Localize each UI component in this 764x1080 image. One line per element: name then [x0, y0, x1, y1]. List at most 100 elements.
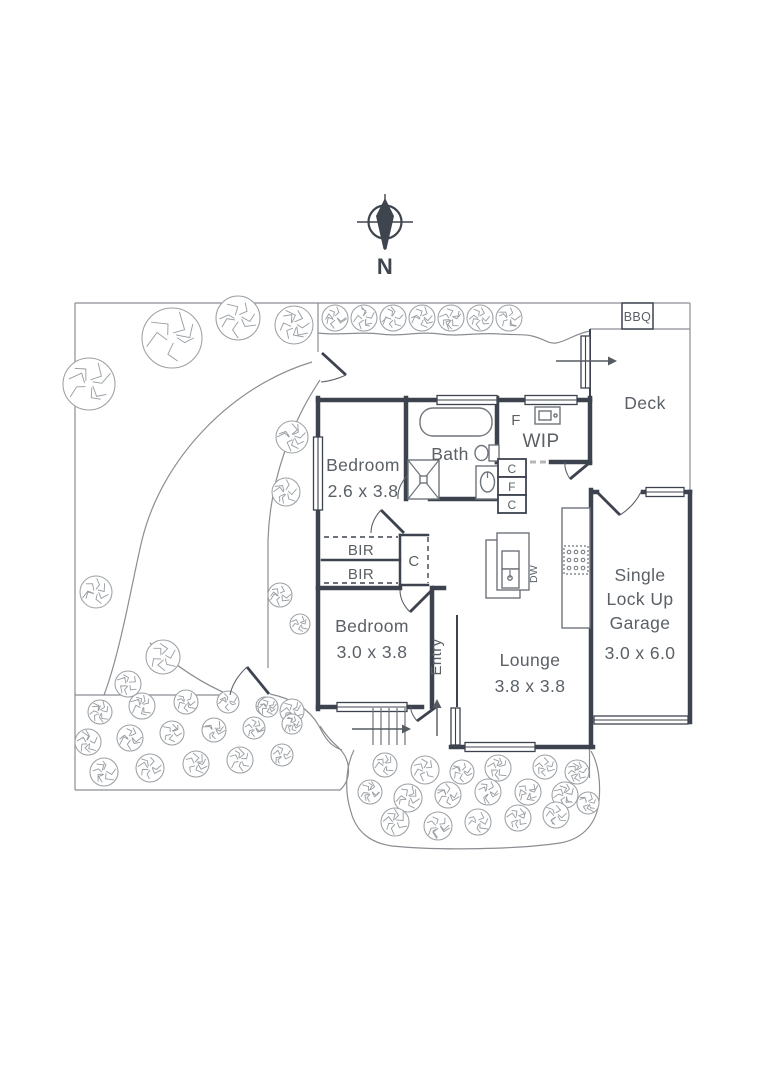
- tree: [242, 716, 266, 740]
- wip-fridge-label: F: [511, 412, 521, 429]
- tree: [87, 699, 113, 725]
- tree: [271, 477, 301, 507]
- side-gates: [229, 351, 347, 696]
- tree: [226, 746, 254, 774]
- fixtures: [372, 302, 654, 745]
- microwave-shelf: [534, 406, 561, 425]
- tree: [141, 307, 203, 369]
- labels: Bedroom 2.6 x 3.8 Bedroom 3.0 x 3.8 Bath…: [326, 310, 675, 696]
- wip-label: WIP: [522, 431, 559, 452]
- flow-arrows: [352, 356, 617, 736]
- bedroom1-dims: 2.6 x 3.8: [328, 481, 399, 501]
- garage-dims: 3.0 x 6.0: [605, 643, 676, 663]
- wip-window: [524, 394, 578, 406]
- tree: [321, 304, 349, 332]
- garage-label-2: Lock Up: [607, 589, 674, 609]
- tree: [215, 295, 261, 341]
- tree: [464, 808, 492, 836]
- bedroom1-label: Bedroom: [326, 455, 400, 475]
- dishwasher-label: DW: [528, 565, 540, 583]
- bedroom2-label: Bedroom: [335, 616, 409, 636]
- garage-label-3: Garage: [610, 613, 671, 633]
- bottom-gate-leaf: [245, 666, 271, 695]
- tree: [474, 778, 502, 806]
- tree: [128, 692, 156, 720]
- tree: [408, 304, 436, 332]
- tree: [484, 754, 512, 782]
- tree: [145, 639, 181, 675]
- tree: [564, 759, 590, 785]
- lounge-label: Lounge: [500, 650, 561, 670]
- hall-cupboard-label: C: [408, 553, 419, 570]
- trees: [62, 295, 600, 841]
- tree: [551, 781, 579, 809]
- tree: [423, 811, 453, 841]
- tree: [62, 357, 116, 411]
- entry-steps: [372, 708, 406, 745]
- entry-label: Entry: [428, 638, 445, 675]
- tree: [79, 575, 113, 609]
- deck-label: Deck: [624, 393, 665, 413]
- tree: [449, 759, 475, 785]
- tree: [173, 689, 199, 715]
- tree: [135, 753, 165, 783]
- tree: [437, 304, 465, 332]
- tree: [201, 717, 227, 743]
- bath-label: Bath: [431, 444, 469, 464]
- deck-back-door: [564, 461, 589, 481]
- tree: [532, 754, 558, 780]
- fridge-nook-label: F: [508, 480, 516, 494]
- tree: [74, 728, 102, 756]
- tree: [350, 304, 378, 332]
- linen-stack: [497, 458, 527, 514]
- bath-window: [436, 394, 498, 406]
- tree: [289, 613, 311, 635]
- bir1-label: BIR: [348, 542, 374, 559]
- bedroom2-door: [399, 587, 435, 613]
- tree: [357, 779, 383, 805]
- kitchen-island: [485, 532, 530, 599]
- tree: [514, 778, 542, 806]
- bbq-box: [621, 302, 654, 330]
- tree: [372, 752, 398, 778]
- tree: [159, 720, 185, 746]
- deck-access-arrow: [556, 356, 617, 366]
- tree: [114, 670, 142, 698]
- entry-arrow: [432, 699, 442, 736]
- tree: [576, 791, 600, 815]
- top-gate-leaf: [321, 351, 347, 377]
- tree: [495, 304, 523, 332]
- kitchen-bench: [561, 507, 591, 629]
- cooktop: [566, 549, 586, 571]
- bir2-label: BIR: [348, 566, 374, 583]
- tree: [182, 750, 210, 778]
- bedroom2-dims: 3.0 x 3.8: [337, 642, 408, 662]
- entry-sidelight: [450, 707, 461, 746]
- tree: [257, 696, 279, 718]
- tree: [542, 801, 570, 829]
- tree: [274, 305, 314, 345]
- garage-roller-door: [593, 715, 689, 725]
- tree: [116, 724, 144, 752]
- tree: [410, 755, 440, 785]
- compass-needle: [376, 198, 394, 249]
- tree: [379, 304, 407, 332]
- deck-gate-screen: [580, 335, 591, 389]
- windows: [312, 335, 689, 753]
- tree: [393, 783, 423, 813]
- bathtub: [419, 407, 493, 437]
- tree: [89, 757, 119, 787]
- tree: [216, 690, 240, 714]
- tree: [281, 713, 303, 735]
- shower: [407, 459, 440, 500]
- tree: [270, 743, 294, 767]
- garage-internal-door: [596, 491, 642, 516]
- bedroom1-door: [370, 509, 405, 534]
- entry-door: [410, 705, 437, 723]
- tree: [504, 804, 532, 832]
- tree: [434, 781, 462, 809]
- vanity-basin: [475, 465, 500, 500]
- north-arrow: N: [357, 194, 413, 279]
